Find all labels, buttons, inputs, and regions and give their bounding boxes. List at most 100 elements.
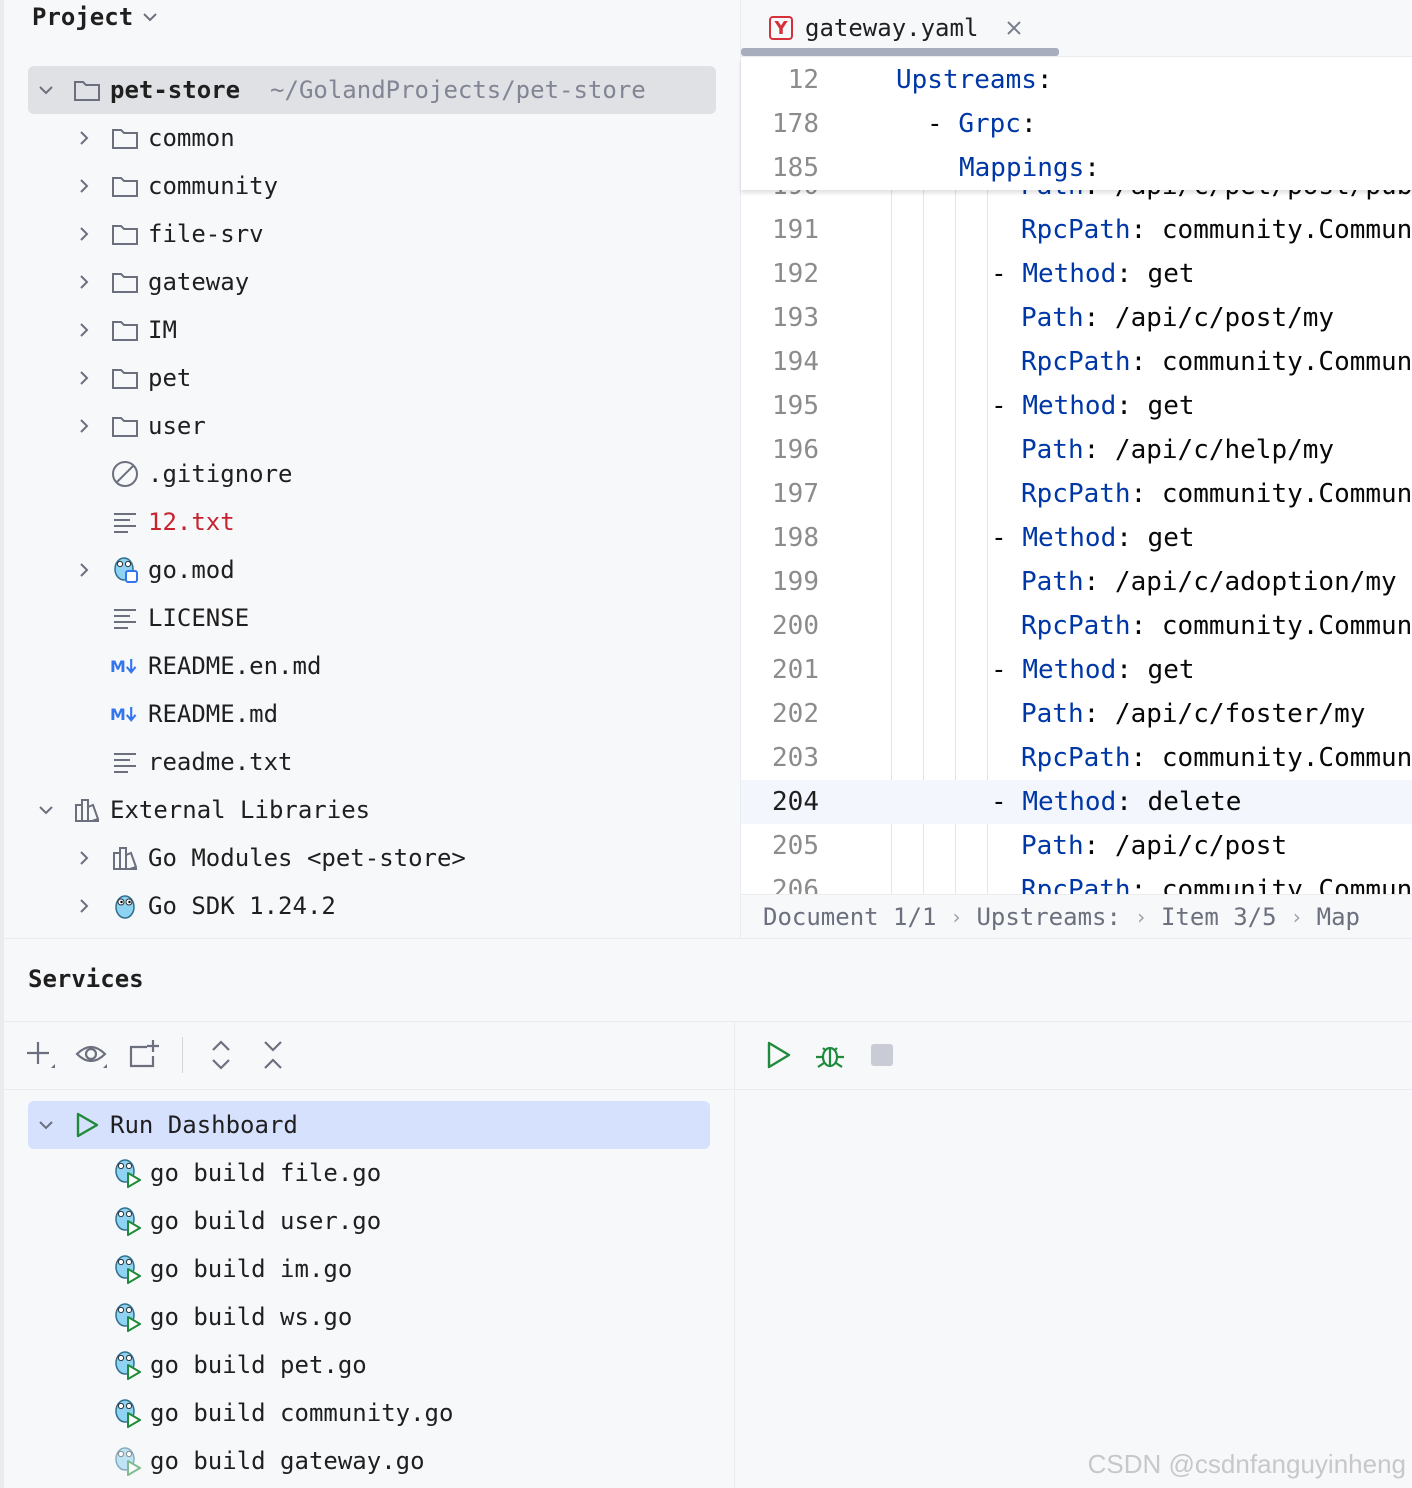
breadcrumb-item[interactable]: Item 3/5 bbox=[1160, 903, 1277, 931]
tree-item-common[interactable]: common bbox=[28, 114, 716, 162]
folder-icon bbox=[110, 267, 140, 297]
run-config-row[interactable]: go build im.go bbox=[28, 1245, 710, 1293]
chevron-right-icon[interactable] bbox=[72, 846, 96, 870]
yaml-key: Method bbox=[1022, 391, 1117, 421]
folder-icon bbox=[110, 363, 140, 393]
chevron-right-icon[interactable] bbox=[72, 414, 96, 438]
tree-item-12-txt[interactable]: 12.txt bbox=[28, 498, 716, 546]
chevron-right-icon[interactable] bbox=[72, 366, 96, 390]
breadcrumb-item[interactable]: Document 1/1 bbox=[763, 903, 937, 931]
chevron-right-icon[interactable] bbox=[72, 318, 96, 342]
chevron-right-icon[interactable] bbox=[72, 222, 96, 246]
chevron-down-icon[interactable] bbox=[141, 8, 159, 26]
code-line[interactable]: 198- Method: get bbox=[741, 516, 1412, 560]
stop-icon[interactable] bbox=[864, 1037, 900, 1073]
external-libraries-label: External Libraries bbox=[110, 796, 371, 824]
collapse-all-icon[interactable] bbox=[255, 1037, 291, 1073]
go-run-config-icon bbox=[112, 1254, 142, 1284]
yaml-key: RpcPath bbox=[1021, 611, 1131, 641]
run-dashboard-row[interactable]: Run Dashboard bbox=[28, 1101, 710, 1149]
tree-item-user[interactable]: user bbox=[28, 402, 716, 450]
run-config-label: go build ws.go bbox=[150, 1303, 353, 1331]
tree-item-license[interactable]: LICENSE bbox=[28, 594, 716, 642]
chevron-right-icon[interactable] bbox=[72, 558, 96, 582]
text-file-icon bbox=[110, 507, 140, 537]
tree-external-libraries[interactable]: External Libraries bbox=[28, 786, 716, 834]
run-config-row[interactable]: go build gateway.go bbox=[28, 1437, 710, 1485]
chevron-down-icon[interactable] bbox=[34, 1113, 58, 1137]
tree-root-pet-store[interactable]: pet-store ~/GolandProjects/pet-store bbox=[28, 66, 716, 114]
new-group-icon[interactable] bbox=[126, 1037, 162, 1073]
go-run-config-icon bbox=[112, 1398, 142, 1428]
tree-go-modules[interactable]: Go Modules <pet-store> bbox=[28, 834, 716, 882]
chevron-right-icon[interactable] bbox=[72, 174, 96, 198]
go-modules-label: Go Modules <pet-store> bbox=[148, 844, 466, 872]
tree-item-gateway[interactable]: gateway bbox=[28, 258, 716, 306]
expand-all-icon[interactable] bbox=[203, 1037, 239, 1073]
run-config-row[interactable]: go build user.go bbox=[28, 1197, 710, 1245]
line-content: Upstreams: bbox=[896, 65, 1053, 95]
line-content: - Method: delete bbox=[991, 787, 1241, 817]
chevron-right-icon[interactable] bbox=[72, 894, 96, 918]
tree-item-readme-txt[interactable]: readme.txt bbox=[28, 738, 716, 786]
go-run-config-icon bbox=[112, 1446, 142, 1476]
tree-go-sdk[interactable]: Go SDK 1.24.2 bbox=[28, 882, 716, 930]
run-config-row[interactable]: go build community.go bbox=[28, 1389, 710, 1437]
tree-item-go-mod[interactable]: go.mod bbox=[28, 546, 716, 594]
chevron-right-icon[interactable] bbox=[72, 270, 96, 294]
run-config-row[interactable]: go build file.go bbox=[28, 1149, 710, 1197]
run-config-row[interactable]: go build ws.go bbox=[28, 1293, 710, 1341]
run-icon[interactable] bbox=[760, 1037, 796, 1073]
code-line[interactable]: 204- Method: delete bbox=[741, 780, 1412, 824]
chevron-down-icon[interactable] bbox=[34, 798, 58, 822]
chevron-down-icon[interactable] bbox=[34, 78, 58, 102]
code-line[interactable]: 192- Method: get bbox=[741, 252, 1412, 296]
debug-icon[interactable] bbox=[812, 1037, 848, 1073]
tab-label: gateway.yaml bbox=[805, 14, 979, 42]
breadcrumb-item[interactable]: Map bbox=[1316, 903, 1360, 931]
line-content: RpcPath: community.Commun bbox=[1021, 743, 1412, 773]
tree-item-file-srv[interactable]: file-srv bbox=[28, 210, 716, 258]
tree-item-im[interactable]: IM bbox=[28, 306, 716, 354]
code-line[interactable]: 195- Method: get bbox=[741, 384, 1412, 428]
add-icon[interactable] bbox=[22, 1037, 58, 1073]
breadcrumb-item[interactable]: Upstreams: bbox=[976, 903, 1121, 931]
yaml-key: Path bbox=[1021, 567, 1084, 597]
run-config-row[interactable]: go build pet.go bbox=[28, 1341, 710, 1389]
code-line[interactable]: 178- Grpc: bbox=[741, 102, 1412, 146]
markdown-icon: M bbox=[110, 651, 140, 681]
eye-icon[interactable] bbox=[74, 1037, 110, 1073]
tab-gateway-yaml[interactable]: Y gateway.yaml bbox=[741, 0, 1059, 56]
line-content: RpcPath: community.Commun bbox=[1021, 215, 1412, 245]
tree-item-community[interactable]: community bbox=[28, 162, 716, 210]
tree-item-gitignore[interactable]: .gitignore bbox=[28, 450, 716, 498]
chevron-right-icon[interactable] bbox=[72, 126, 96, 150]
code-line[interactable]: 201- Method: get bbox=[741, 648, 1412, 692]
line-content: RpcPath: community.Commun bbox=[1021, 875, 1412, 894]
line-content: - Method: get bbox=[991, 391, 1195, 421]
project-header[interactable]: Project bbox=[32, 0, 159, 34]
gopher-icon bbox=[110, 891, 140, 921]
yaml-key: RpcPath bbox=[1021, 215, 1131, 245]
tree-spacer bbox=[72, 510, 96, 534]
tree-item-pet[interactable]: pet bbox=[28, 354, 716, 402]
close-icon[interactable] bbox=[1004, 18, 1024, 38]
line-number: 205 bbox=[772, 831, 819, 861]
yaml-value: : get bbox=[1116, 655, 1195, 685]
